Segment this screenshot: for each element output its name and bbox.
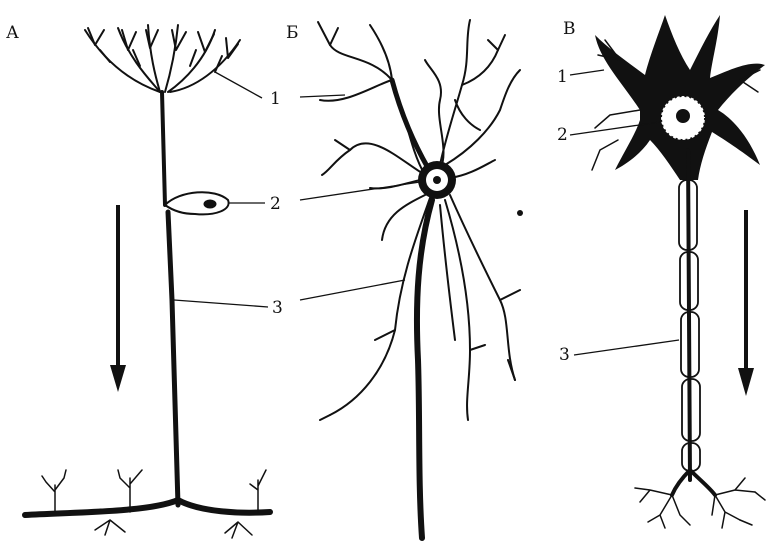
panel-b-cell-body	[418, 161, 456, 199]
panel-v-arrow	[738, 210, 754, 396]
panel-v-label-1: 1	[557, 67, 568, 87]
panel-a-label-3: 3	[272, 298, 283, 318]
panel-a-arrow	[110, 205, 126, 392]
panel-b-axon	[417, 200, 432, 538]
panel-a-label-2: 2	[270, 194, 281, 214]
panel-b-leader-3	[300, 280, 405, 300]
panel-a-leader-1	[215, 72, 262, 98]
panel-b-letter: Б	[286, 23, 299, 43]
panel-a-dendrites	[85, 25, 240, 92]
panel-b-leader-2	[300, 182, 420, 200]
panel-v-axon-split	[672, 470, 715, 495]
panel-v-axon	[688, 150, 690, 480]
panel-v-leader-1	[570, 70, 604, 75]
panel-b-leader-1	[300, 95, 345, 97]
panel-v-label-2: 2	[557, 125, 568, 145]
panel-b-dot	[517, 210, 523, 216]
panel-v-leader-3	[574, 340, 679, 355]
panel-a-label-1: 1	[270, 89, 281, 109]
panel-a-terminal-branch	[25, 500, 270, 515]
panel-v-label-3: 3	[559, 345, 570, 365]
panel-a: А	[6, 23, 283, 538]
panel-v-terminal-arbor	[635, 478, 765, 528]
panel-a-cell-body	[165, 192, 229, 214]
panel-v-letter: В	[563, 19, 576, 39]
panel-b-apical-trunk	[392, 80, 428, 168]
panel-b-dendrites	[318, 20, 520, 188]
panel-a-dendrite-stem	[162, 92, 165, 205]
panel-a-axon	[168, 212, 178, 505]
panel-v-cell-body	[595, 15, 765, 180]
panel-b: Б	[286, 20, 523, 538]
panel-a-leader-3	[174, 300, 268, 307]
panel-a-letter: А	[6, 23, 19, 43]
panel-v: В	[557, 15, 765, 528]
